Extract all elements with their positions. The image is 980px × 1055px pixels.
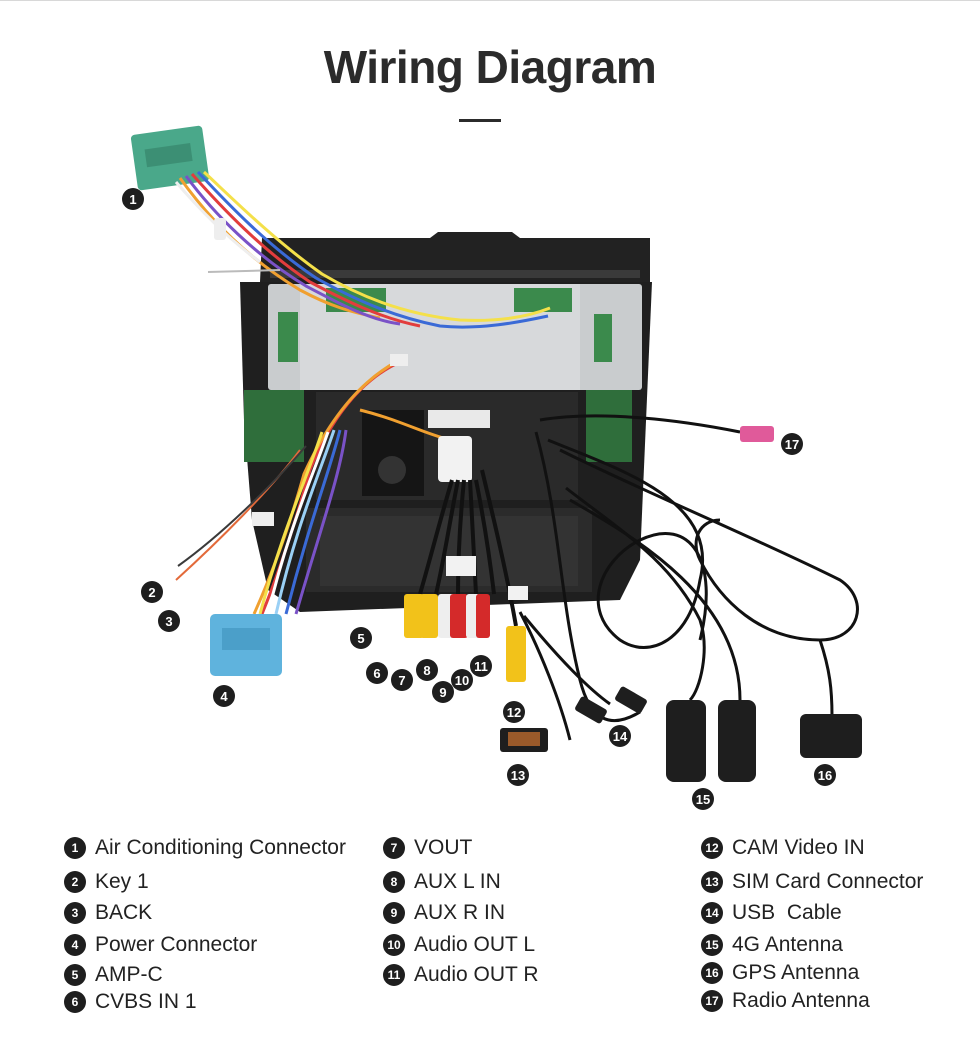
legend-number: 11	[383, 964, 405, 986]
callout-10: 10	[451, 669, 473, 691]
top-divider	[0, 0, 980, 1]
legend-label: Radio Antenna	[732, 989, 870, 1012]
legend-label: VOUT	[414, 836, 473, 859]
legend-label: AUX R IN	[414, 901, 506, 924]
callout-6: 6	[366, 662, 388, 684]
legend-label: BACK	[95, 901, 153, 924]
legend-item: 7 VOUT	[383, 836, 472, 860]
4g-antenna-left	[666, 700, 706, 782]
callout-13: 13	[507, 764, 529, 786]
legend-item: 10 Audio OUT L	[383, 933, 535, 957]
callout-16: 16	[814, 764, 836, 786]
air-conditioning-connector	[130, 125, 551, 329]
legend-number: 10	[383, 934, 405, 956]
legend-number: 15	[701, 934, 723, 956]
legend-label: USB Cable	[732, 901, 842, 924]
legend-number: 9	[383, 902, 405, 924]
legend-label: 4G Antenna	[732, 933, 843, 956]
legend-label: Audio OUT R	[414, 963, 539, 986]
callout-12: 12	[503, 701, 525, 723]
callout-9: 9	[432, 681, 454, 703]
legend-item: 8 AUX L IN	[383, 870, 501, 894]
legend-label: GPS Antenna	[732, 961, 860, 984]
legend-item: 15 4G Antenna	[701, 933, 843, 957]
callout-17: 17	[781, 433, 803, 455]
legend-item: 17 Radio Antenna	[701, 989, 870, 1013]
legend-number: 1	[64, 837, 86, 859]
antenna-cable-bundle	[500, 414, 862, 782]
rca-cable-bundle	[404, 436, 528, 682]
legend-item: 16 GPS Antenna	[701, 961, 859, 985]
callout-7: 7	[391, 669, 413, 691]
legend-number: 5	[64, 964, 86, 986]
legend-number: 14	[701, 902, 723, 924]
callout-15: 15	[692, 788, 714, 810]
legend-number: 2	[64, 871, 86, 893]
legend-item: 3 BACK	[64, 901, 152, 925]
legend-number: 4	[64, 934, 86, 956]
title-underline	[459, 119, 501, 122]
legend-label: Power Connector	[95, 933, 258, 956]
legend-item: 4 Power Connector	[64, 933, 257, 957]
legend-item: 13 SIM Card Connector	[701, 870, 923, 894]
legend-label: CAM Video IN	[732, 836, 865, 859]
legend-label: SIM Card Connector	[732, 870, 924, 893]
power-wire-bundle	[175, 354, 451, 615]
legend-number: 12	[701, 837, 723, 859]
callout-3: 3	[158, 610, 180, 632]
legend-number: 16	[701, 962, 723, 984]
legend-number: 3	[64, 902, 86, 924]
legend-label: Audio OUT L	[414, 933, 536, 956]
legend-label: AUX L IN	[414, 870, 501, 893]
legend-label: CVBS IN 1	[95, 990, 197, 1013]
legend-number: 6	[64, 991, 86, 1013]
legend-item: 12 CAM Video IN	[701, 836, 865, 860]
gps-antenna	[800, 714, 862, 758]
4g-antenna-right	[718, 700, 756, 782]
legend-number: 17	[701, 990, 723, 1012]
legend-item: 14 USB Cable	[701, 901, 842, 925]
legend-item: 1 Air Conditioning Connector	[64, 836, 346, 860]
callout-8: 8	[416, 659, 438, 681]
legend-item: 11 Audio OUT R	[383, 963, 539, 987]
legend-number: 8	[383, 871, 405, 893]
legend-number: 13	[701, 871, 723, 893]
page-title: Wiring Diagram	[323, 41, 657, 93]
usb-plug	[575, 696, 607, 724]
callout-14: 14	[609, 725, 631, 747]
callout-4: 4	[213, 685, 235, 707]
legend-item: 9 AUX R IN	[383, 901, 505, 925]
callout-1: 1	[122, 188, 144, 210]
legend-label: Key 1	[95, 870, 149, 893]
legend-item: 5 AMP-C	[64, 963, 163, 987]
callout-5: 5	[350, 627, 372, 649]
callout-2: 2	[141, 581, 163, 603]
legend-item: 6 CVBS IN 1	[64, 990, 197, 1014]
power-connector	[210, 614, 282, 676]
legend-number: 7	[383, 837, 405, 859]
legend-label: Air Conditioning Connector	[95, 836, 346, 859]
legend-label: AMP-C	[95, 963, 163, 986]
callout-11: 11	[470, 655, 492, 677]
legend-item: 2 Key 1	[64, 870, 149, 894]
